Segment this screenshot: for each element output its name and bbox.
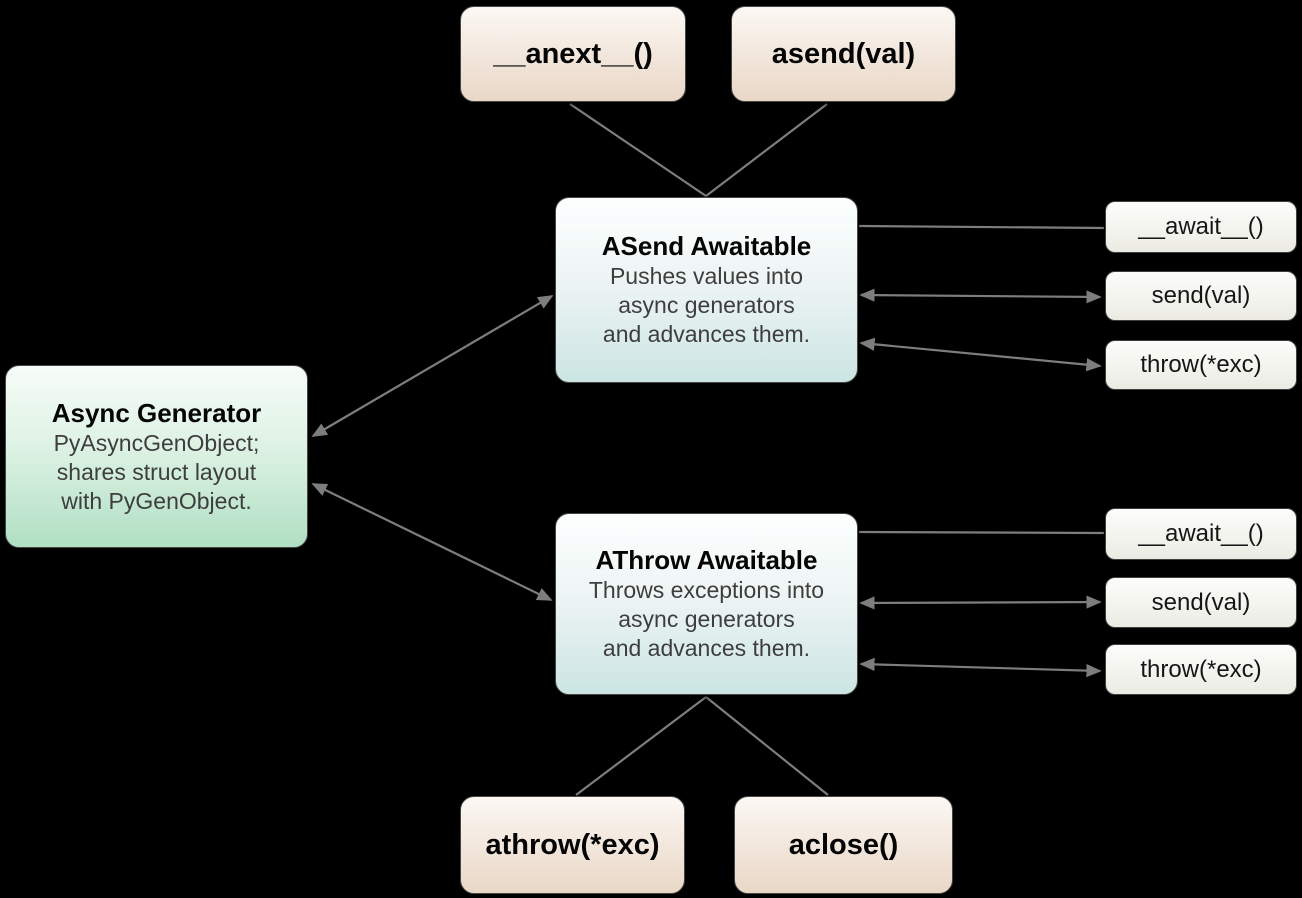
method-athrow-label: athrow(*exc)	[485, 828, 660, 861]
athrow-awaitable-description: Throws exceptions into async generators …	[588, 577, 825, 661]
connector-athrow-awaitable-athrow-method	[575, 696, 707, 796]
connector-athrow-awaitable-aclose	[705, 696, 829, 796]
protocol-await-label: __await__()	[1138, 213, 1264, 240]
protocol-await-box-athrow: __await__()	[1105, 508, 1297, 560]
connector-async-generator-athrow-awaitable	[311, 483, 553, 601]
protocol-send-label: send(val)	[1151, 588, 1251, 616]
protocol-send-label: send(val)	[1151, 282, 1251, 309]
protocol-throw-box-athrow: throw(*exc)	[1105, 644, 1297, 695]
method-anext-box: __anext__()	[460, 6, 686, 102]
protocol-await-label: __await__()	[1138, 520, 1264, 547]
connector-asend-awaitable-send	[859, 288, 1102, 304]
protocol-send-box-asend: send(val)	[1105, 271, 1297, 321]
node-async-generator: Async Generator PyAsyncGenObject; shares…	[5, 365, 308, 548]
asend-awaitable-description: Pushes values into async generators and …	[602, 263, 811, 347]
asend-awaitable-title: ASend Awaitable	[601, 231, 812, 261]
node-asend-awaitable: ASend Awaitable Pushes values into async…	[555, 197, 858, 383]
method-athrow-box: athrow(*exc)	[460, 796, 685, 894]
node-athrow-awaitable: AThrow Awaitable Throws exceptions into …	[555, 513, 858, 695]
connector-athrow-awaitable-throw	[859, 657, 1102, 678]
connector-asend-to-asend-awaitable	[705, 103, 828, 197]
connector-anext-to-asend-awaitable	[569, 103, 707, 197]
connector-asend-awaitable-await	[858, 224, 1105, 230]
method-asend-label: asend(val)	[771, 37, 916, 70]
connector-async-generator-asend-awaitable	[311, 295, 554, 437]
protocol-send-box-athrow: send(val)	[1105, 577, 1297, 628]
connector-asend-awaitable-throw	[859, 337, 1102, 372]
method-aclose-label: aclose()	[788, 828, 899, 861]
method-aclose-box: aclose()	[734, 796, 953, 894]
athrow-awaitable-title: AThrow Awaitable	[595, 545, 818, 575]
async-generator-title: Async Generator	[51, 397, 262, 428]
protocol-throw-label: throw(*exc)	[1140, 351, 1262, 378]
method-anext-label: __anext__()	[493, 37, 653, 70]
connector-athrow-awaitable-send	[859, 595, 1102, 610]
method-asend-box: asend(val)	[731, 6, 956, 102]
protocol-await-box-asend: __await__()	[1105, 201, 1297, 253]
connector-athrow-awaitable-await	[858, 530, 1105, 535]
protocol-throw-label: throw(*exc)	[1140, 655, 1262, 683]
async-generator-description: PyAsyncGenObject; shares struct layout w…	[53, 429, 260, 514]
protocol-throw-box-asend: throw(*exc)	[1105, 340, 1297, 390]
